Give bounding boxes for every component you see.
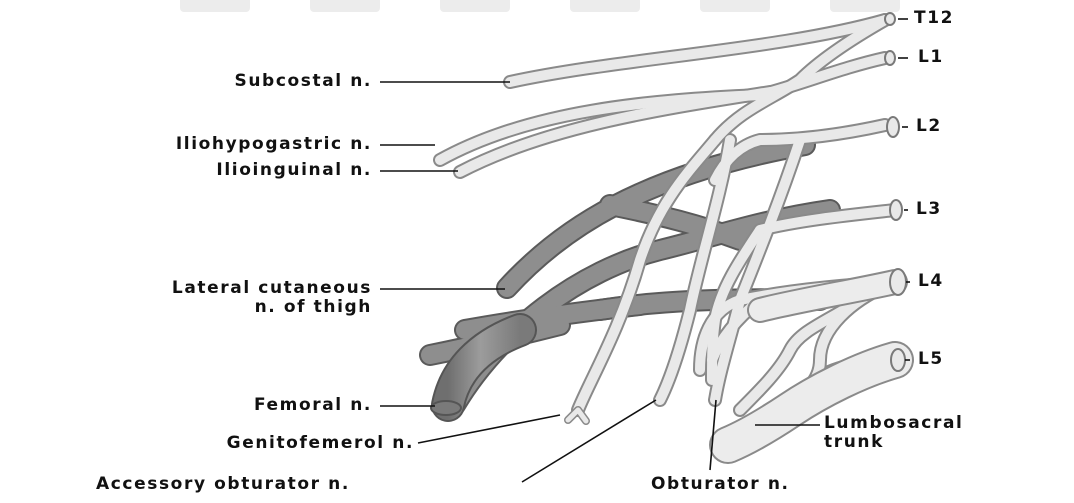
label-lateral-cutaneous: Lateral cutaneous n. of thigh: [172, 279, 372, 317]
label-accessory-obturator: Accessory obturator n.: [96, 475, 350, 494]
root-caps: [885, 13, 906, 371]
light-nerves: [440, 20, 895, 445]
label-obturator: Obturator n.: [651, 475, 790, 494]
label-l3: L3: [916, 200, 942, 219]
label-l2: L2: [916, 117, 942, 136]
label-l4: L4: [918, 272, 944, 291]
label-t12: T12: [914, 9, 954, 28]
label-ilioinguinal: Ilioinguinal n.: [216, 161, 372, 180]
label-lumbosacral-line1: Lumbosacral: [824, 414, 963, 433]
label-lateral-cutaneous-line2: n. of thigh: [172, 298, 372, 317]
label-lumbosacral-trunk: Lumbosacral trunk: [824, 414, 963, 452]
label-femoral: Femoral n.: [254, 396, 372, 415]
label-genitofemoral: Genitofemerol n.: [227, 434, 414, 453]
label-l1: L1: [918, 48, 944, 67]
leader-accessory-obturator: [522, 400, 656, 482]
label-lumbosacral-line2: trunk: [824, 433, 963, 452]
label-l5: L5: [918, 350, 944, 369]
label-subcostal: Subcostal n.: [235, 72, 373, 91]
label-iliohypogastric: Iliohypogastric n.: [176, 135, 372, 154]
label-lateral-cutaneous-line1: Lateral cutaneous: [172, 279, 372, 298]
